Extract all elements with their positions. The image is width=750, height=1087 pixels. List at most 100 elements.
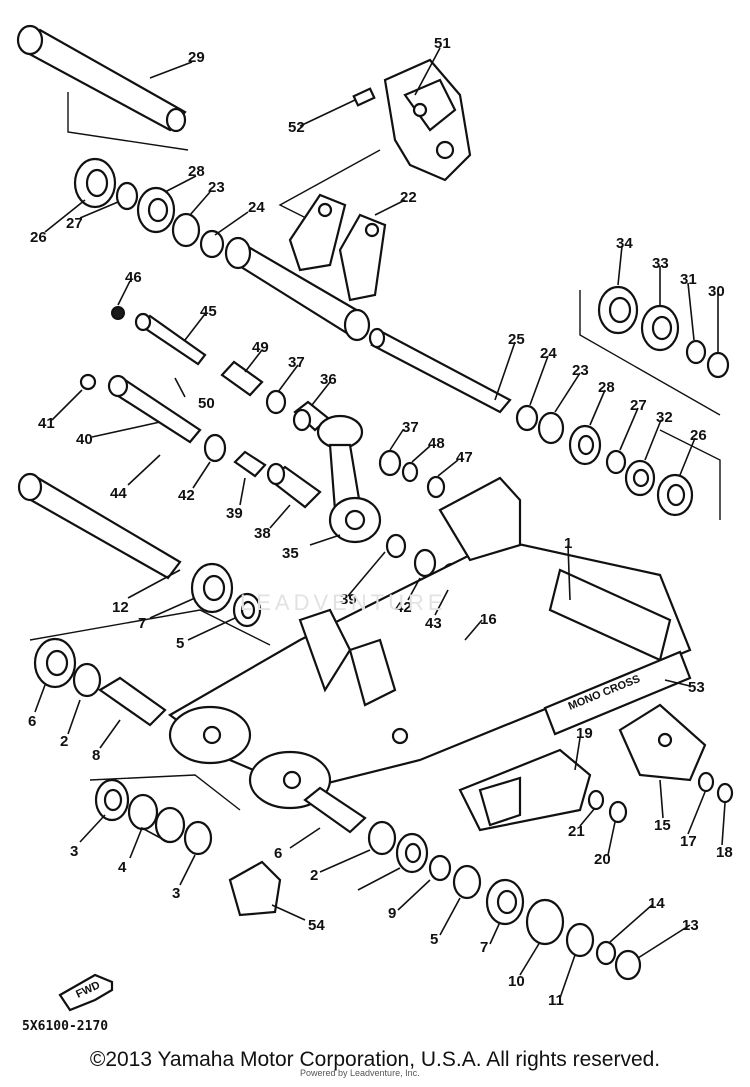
bearing-3-left bbox=[94, 778, 130, 822]
washer-17 bbox=[697, 771, 715, 793]
nut-13 bbox=[614, 949, 642, 981]
callout-24-top: 24 bbox=[248, 199, 265, 216]
bearing-32 bbox=[624, 459, 656, 497]
washer-27-right bbox=[605, 449, 627, 475]
callout-19: 19 bbox=[576, 725, 593, 742]
collar-24-top bbox=[199, 229, 225, 259]
callout-49: 49 bbox=[252, 339, 269, 356]
callout-5-bottom: 5 bbox=[430, 931, 438, 948]
bolt-20 bbox=[608, 800, 628, 824]
bearing-28-right bbox=[568, 424, 602, 466]
callout-13: 13 bbox=[682, 917, 699, 934]
callout-27-right: 27 bbox=[630, 397, 647, 414]
callout-2-top: 2 bbox=[60, 733, 68, 750]
nut-47 bbox=[426, 475, 446, 499]
bearing-37-left bbox=[265, 389, 287, 415]
pivot-shaft-29 bbox=[16, 24, 187, 133]
collar-39-left bbox=[233, 450, 267, 478]
callout-8-top: 8 bbox=[92, 747, 100, 764]
callout-54: 54 bbox=[308, 917, 325, 934]
washer-27-top bbox=[115, 181, 139, 211]
connecting-rod-35 bbox=[316, 414, 382, 544]
callout-39-right: 39 bbox=[340, 591, 357, 608]
bearing-4-b bbox=[154, 806, 186, 844]
oil-seal-11 bbox=[565, 922, 595, 958]
nut-41 bbox=[79, 373, 97, 391]
callout-36: 36 bbox=[320, 371, 337, 388]
callout-4: 4 bbox=[118, 859, 127, 876]
callout-25: 25 bbox=[508, 331, 525, 348]
fwd-arrow-icon: FWD bbox=[58, 973, 114, 1012]
callout-1: 1 bbox=[564, 535, 572, 552]
callout-43: 43 bbox=[425, 615, 442, 632]
oil-seal-6-bottom bbox=[395, 832, 429, 874]
leader-lines bbox=[34, 47, 726, 999]
callout-3-right: 3 bbox=[172, 885, 180, 902]
callout-38: 38 bbox=[254, 525, 271, 542]
callout-7-top: 7 bbox=[138, 615, 146, 632]
small-credit: Powered by Leadventure, Inc. bbox=[300, 1068, 420, 1078]
bolt-52 bbox=[352, 87, 376, 107]
callout-42-left: 42 bbox=[178, 487, 195, 504]
watermark: LEADVENTURE bbox=[240, 590, 447, 615]
parts-diagram: MONO CROSS bbox=[16, 24, 734, 1034]
collar-24-right bbox=[515, 404, 539, 432]
chain-guard-19 bbox=[458, 748, 592, 832]
collar-38 bbox=[266, 462, 322, 509]
washer-48 bbox=[401, 461, 419, 483]
callout-12: 12 bbox=[112, 599, 129, 616]
callout-37-left: 37 bbox=[288, 354, 305, 371]
bearing-7-bottom bbox=[485, 878, 525, 926]
washer-31 bbox=[685, 339, 707, 365]
shaft-25 bbox=[368, 327, 512, 414]
bolt-40 bbox=[107, 374, 202, 444]
callout-31: 31 bbox=[680, 271, 697, 288]
callout-23-top: 23 bbox=[208, 179, 225, 196]
callout-27-top: 27 bbox=[66, 215, 83, 232]
callout-35: 35 bbox=[282, 545, 299, 562]
callout-28-right: 28 bbox=[598, 379, 615, 396]
nut-30 bbox=[706, 351, 730, 379]
stopper-54 bbox=[228, 860, 282, 917]
callout-14: 14 bbox=[648, 895, 665, 912]
bearing-33 bbox=[640, 304, 680, 352]
callout-45: 45 bbox=[200, 303, 217, 320]
collar-49 bbox=[220, 360, 264, 397]
callout-21: 21 bbox=[568, 823, 585, 840]
chain-puller-15 bbox=[618, 703, 707, 782]
bearing-28-top bbox=[136, 186, 176, 234]
bearing-10 bbox=[525, 898, 565, 946]
callout-28-top: 28 bbox=[188, 163, 205, 180]
callout-32: 32 bbox=[656, 409, 673, 426]
collar-39-right bbox=[385, 533, 407, 559]
callout-50: 50 bbox=[198, 395, 215, 412]
callout-30: 30 bbox=[708, 283, 725, 300]
bearing-3-right bbox=[183, 820, 213, 856]
bearing-23-right bbox=[537, 411, 565, 445]
callout-41: 41 bbox=[38, 415, 55, 432]
callout-18: 18 bbox=[716, 844, 733, 861]
nut-46 bbox=[111, 306, 125, 320]
bearing-2-bottom bbox=[367, 820, 397, 856]
callout-42-right: 42 bbox=[395, 599, 412, 616]
relay-arm-22 bbox=[224, 193, 387, 342]
bracket-51 bbox=[383, 58, 472, 182]
bearing-42-right bbox=[413, 548, 437, 578]
callout-6-top: 6 bbox=[28, 713, 36, 730]
part-code: 5X6100-2170 bbox=[22, 1019, 108, 1034]
callout-46: 46 bbox=[125, 269, 142, 286]
callout-40: 40 bbox=[76, 431, 93, 448]
oil-seal-34 bbox=[597, 285, 639, 335]
copyright-footer: ©2013 Yamaha Motor Corporation, U.S.A. A… bbox=[89, 1048, 661, 1071]
collar-8-top bbox=[97, 676, 167, 727]
oil-seal-26-top bbox=[73, 157, 117, 209]
washer-9 bbox=[428, 854, 452, 882]
callout-15: 15 bbox=[654, 817, 671, 834]
nut-18 bbox=[716, 782, 734, 804]
callout-2-bottom: 2 bbox=[310, 867, 318, 884]
callout-22: 22 bbox=[400, 189, 417, 206]
callout-labels: 29 51 52 26 27 28 23 24 22 46 45 34 33 3… bbox=[28, 35, 733, 1009]
bearing-42-left bbox=[203, 433, 227, 463]
oil-seal-26-right bbox=[656, 473, 694, 517]
bearing-4-a bbox=[127, 793, 159, 831]
